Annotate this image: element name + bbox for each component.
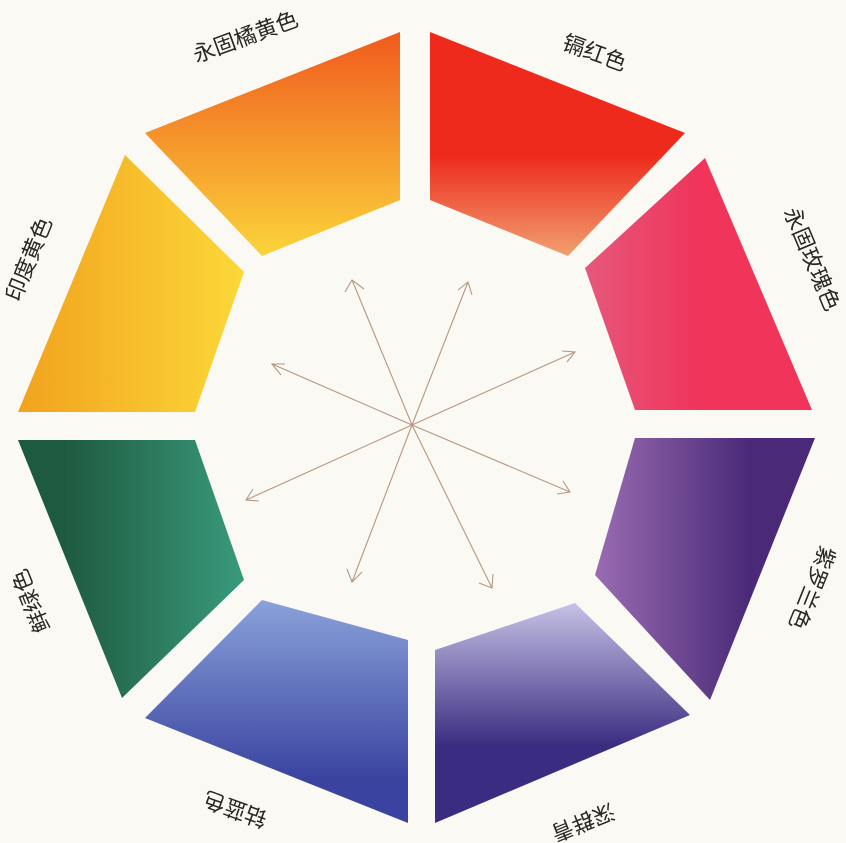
arrow-head-icon [272, 364, 285, 375]
label-ultramarine: 深群青 [547, 797, 618, 843]
label-cobalt-blue: 钴蓝色 [200, 785, 271, 831]
arrow-line [412, 425, 570, 492]
label-violet: 紫罗兰色 [783, 542, 839, 633]
label-permanent-rose: 永固玫瑰色 [778, 204, 844, 315]
label-viridian: 鲜绿色 [8, 565, 56, 636]
arrow-line [412, 425, 492, 588]
label-cadmium-red: 镉红色 [559, 31, 630, 77]
label-permanent-orange: 永固橘黄色 [190, 7, 302, 68]
label-indian-yellow: 印度黄色 [2, 214, 58, 305]
complementary-arrows [246, 280, 575, 588]
